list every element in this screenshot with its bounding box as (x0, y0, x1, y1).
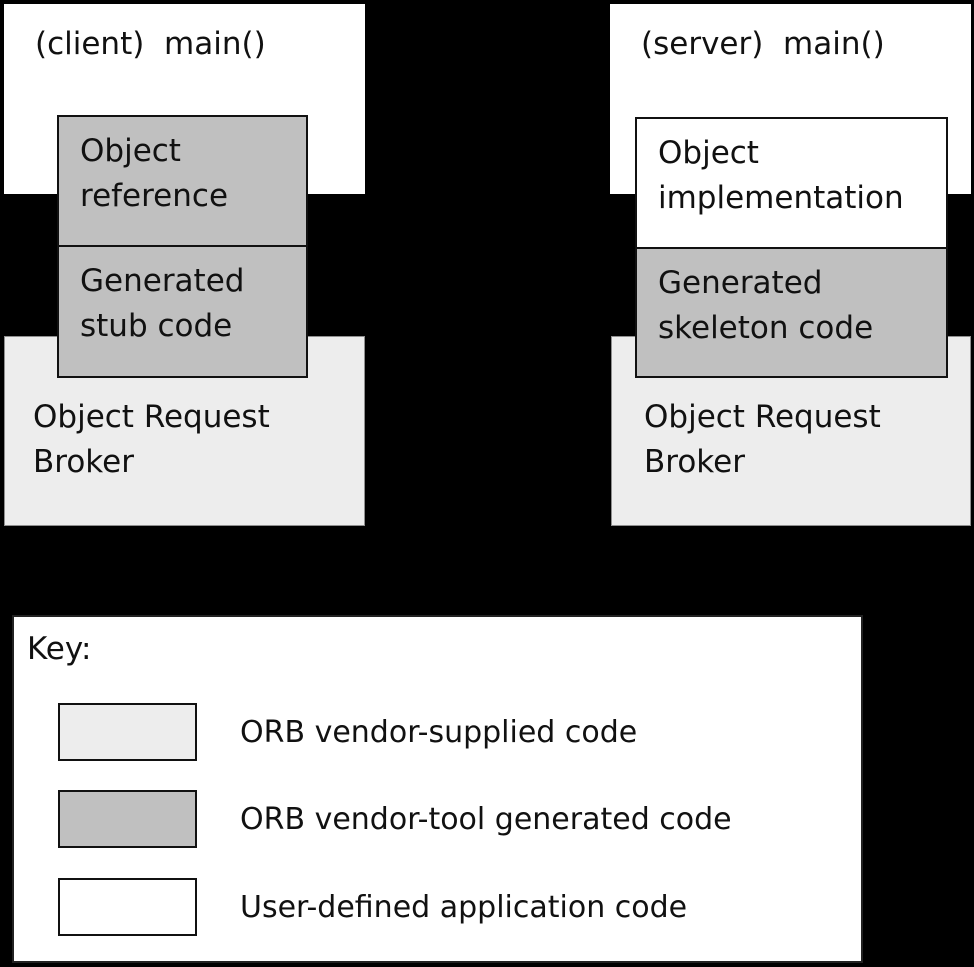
generated-stub-code-box: Generated stub code (57, 245, 308, 378)
key-title: Key: (27, 631, 92, 667)
user-defined-label: User-defined application code (240, 889, 688, 925)
client-orb-label: Object Request Broker (33, 399, 270, 480)
key-entry-vendor-tool-generated: ORB vendor-tool generated code (58, 790, 732, 848)
vendor-tool-generated-swatch (58, 790, 197, 848)
server-orb-label: Object Request Broker (644, 399, 881, 480)
server-process-title: (server) main() (641, 26, 885, 62)
vendor-supplied-label: ORB vendor-supplied code (240, 714, 638, 750)
client-process-title: (client) main() (35, 26, 266, 62)
generated-skeleton-code-box: Generated skeleton code (635, 247, 948, 378)
object-reference-box: Object reference (57, 115, 308, 247)
key-entry-vendor-supplied: ORB vendor-supplied code (58, 703, 637, 761)
vendor-supplied-swatch (58, 703, 197, 761)
vendor-tool-generated-label: ORB vendor-tool generated code (240, 801, 732, 837)
user-defined-swatch (58, 878, 197, 936)
key-legend-box: Key: ORB vendor-supplied code ORB vendor… (12, 615, 863, 963)
key-entry-user-defined: User-defined application code (58, 878, 687, 936)
object-implementation-box: Object implementation (635, 117, 948, 249)
